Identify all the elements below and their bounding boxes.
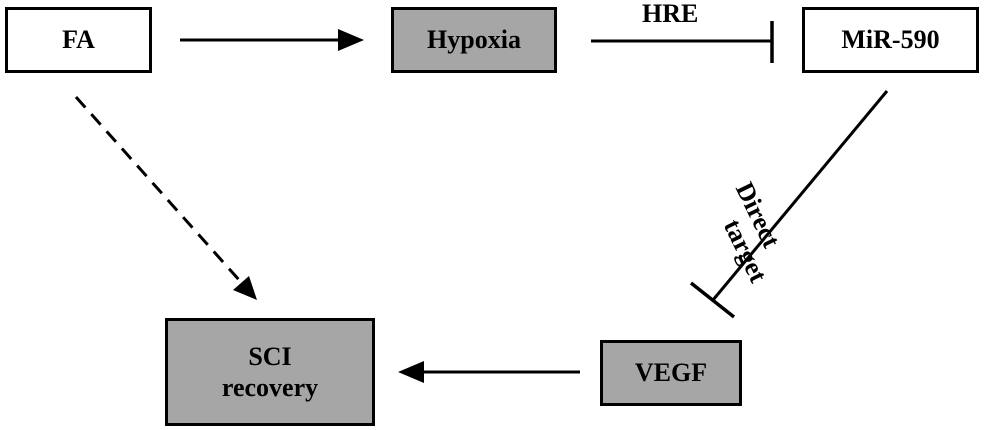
node-sci-line2: recovery xyxy=(221,373,319,402)
node-fa-label: FA xyxy=(62,25,95,55)
node-fa: FA xyxy=(5,7,152,73)
edge-mir590-inhibits-vegf xyxy=(711,90,889,301)
arrowhead-fa-to-hypoxia xyxy=(338,29,364,51)
arrowhead-vegf-to-sci xyxy=(398,361,424,383)
inhibition-bar-vegf xyxy=(689,281,736,319)
node-mir590-label: MiR-590 xyxy=(841,25,940,55)
edge-label-hre: HRE xyxy=(642,0,699,28)
arrowhead-fa-to-sci xyxy=(233,276,257,300)
node-sci-recovery: SCI recovery xyxy=(165,318,375,426)
node-vegf: VEGF xyxy=(600,340,742,406)
node-sci-line1: SCI xyxy=(248,341,292,371)
node-hypoxia: Hypoxia xyxy=(391,7,557,73)
node-mir590: MiR-590 xyxy=(802,7,979,73)
node-hypoxia-label: Hypoxia xyxy=(427,25,521,55)
edge-fa-to-sci-dashed xyxy=(74,96,242,282)
node-vegf-label: VEGF xyxy=(634,358,708,388)
